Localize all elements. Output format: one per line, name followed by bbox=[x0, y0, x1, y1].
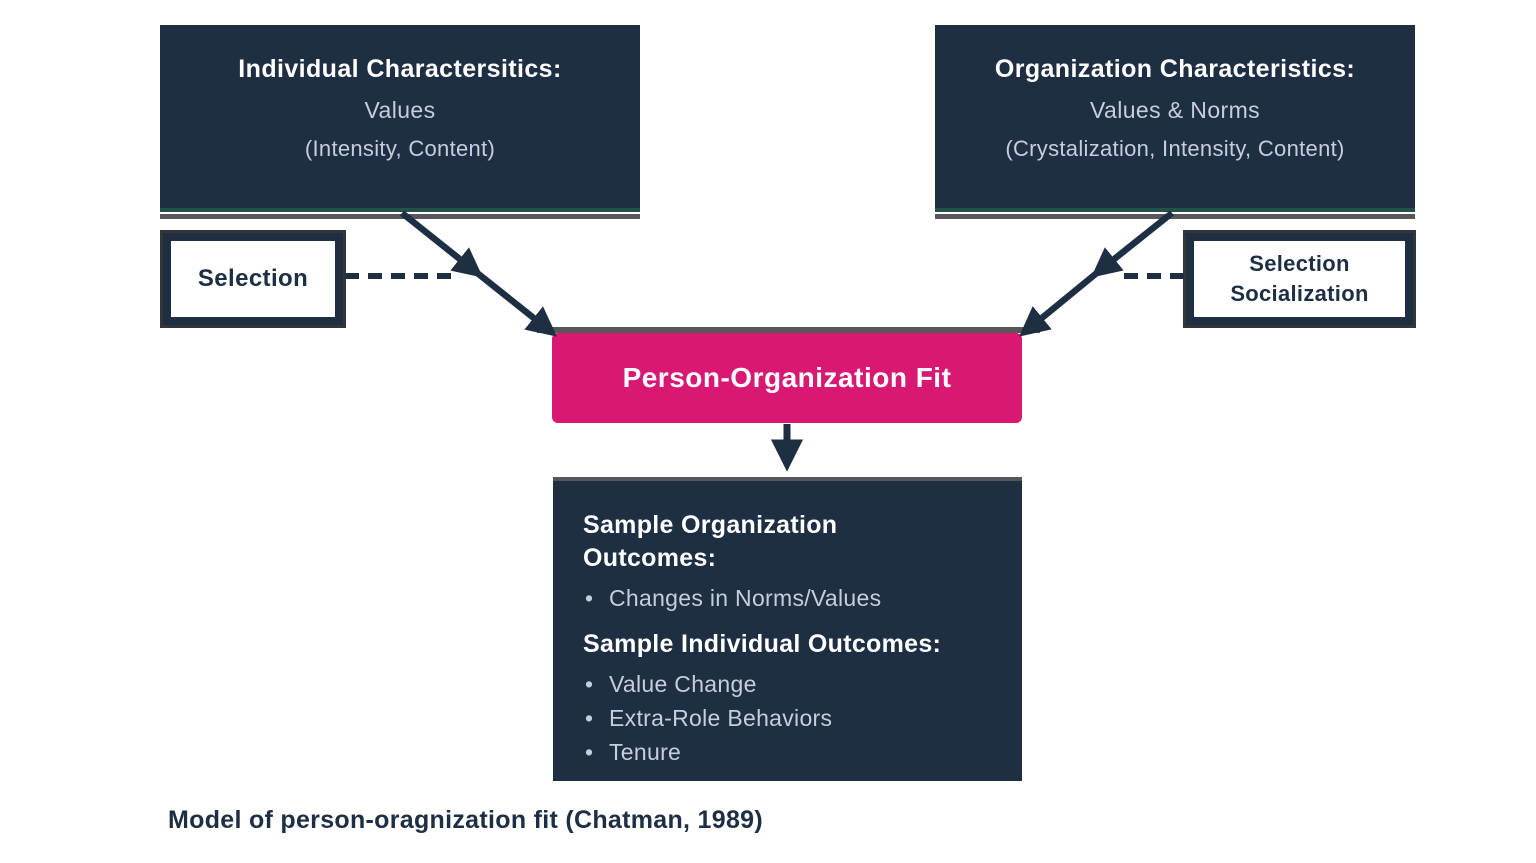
list-item: Value Change bbox=[583, 671, 992, 698]
fit-box-top-bar bbox=[537, 327, 1040, 333]
outcomes-box-top-bar bbox=[553, 477, 1022, 482]
individual-characteristics-detail: (Intensity, Content) bbox=[304, 136, 496, 161]
sample-organization-outcomes-heading: Sample Organization Outcomes: bbox=[583, 511, 838, 572]
selection-box: Selection bbox=[163, 233, 343, 325]
individual-box-shadow-bar bbox=[160, 214, 640, 219]
organization-characteristics-subtitle: Values & Norms bbox=[1089, 97, 1261, 123]
organization-outcomes-list: Changes in Norms/Values bbox=[583, 585, 992, 612]
selection-socialization-line2: Socialization bbox=[1230, 281, 1369, 306]
outcomes-box: Sample Organization Outcomes: Changes in… bbox=[553, 481, 1022, 781]
person-organization-fit-box: Person-Organization Fit bbox=[552, 333, 1022, 423]
list-item: Tenure bbox=[583, 739, 992, 766]
selection-label: Selection bbox=[197, 265, 309, 292]
individual-characteristics-subtitle: Values bbox=[364, 97, 436, 123]
arrow-individual-to-fit bbox=[399, 210, 558, 337]
organization-box-shadow-bar bbox=[935, 214, 1415, 219]
selection-socialization-box: Selection Socialization bbox=[1186, 233, 1413, 325]
selection-socialization-line1: Selection bbox=[1249, 251, 1350, 277]
list-item: Changes in Norms/Values bbox=[583, 585, 992, 612]
sample-individual-outcomes-heading: Sample Individual Outcomes: bbox=[583, 630, 942, 658]
individual-outcomes-list: Value Change Extra-Role Behaviors Tenure bbox=[583, 671, 992, 766]
person-organization-fit-label: Person-Organization Fit bbox=[622, 362, 952, 393]
organization-characteristics-detail: (Crystalization, Intensity, Content) bbox=[1005, 136, 1345, 161]
organization-characteristics-box: Organization Characteristics: Values & N… bbox=[935, 25, 1415, 212]
organization-characteristics-title: Organization Characteristics: bbox=[994, 55, 1356, 83]
list-item: Extra-Role Behaviors bbox=[583, 705, 992, 732]
arrow-organization-to-fit bbox=[1019, 210, 1175, 337]
individual-characteristics-box: Individual Charactersitics: Values (Inte… bbox=[160, 25, 640, 212]
figure-caption: Model of person-oragnization fit (Chatma… bbox=[168, 806, 763, 834]
individual-characteristics-title: Individual Charactersitics: bbox=[238, 55, 562, 83]
